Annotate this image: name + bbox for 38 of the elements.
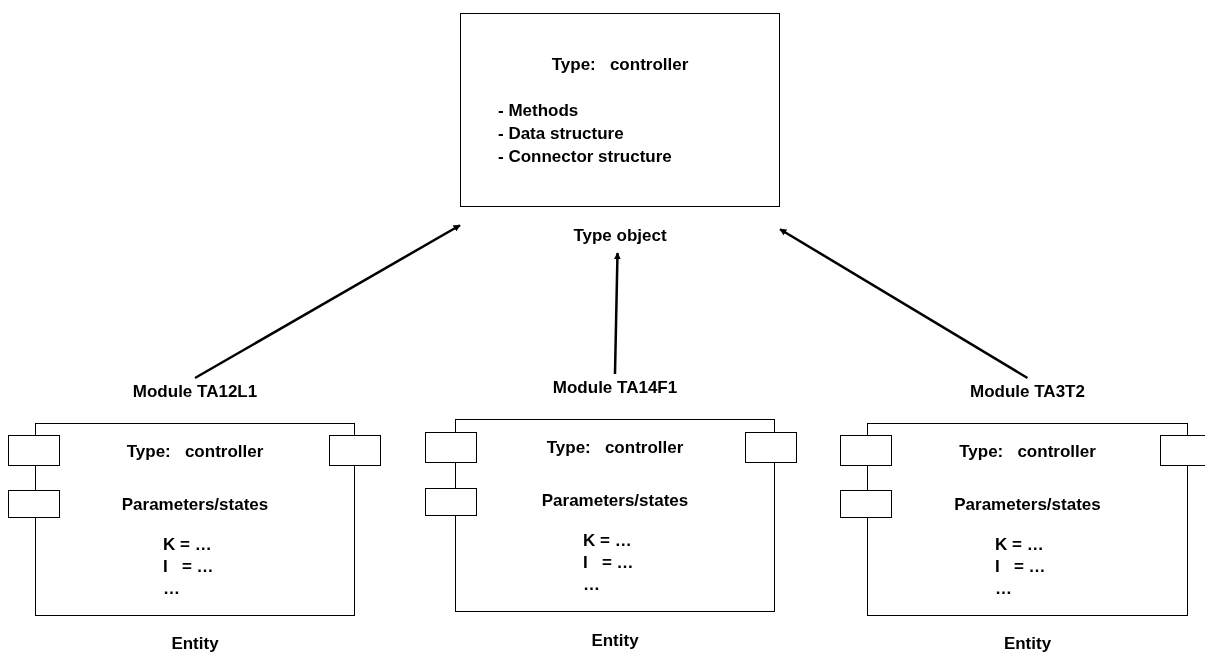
entity-label: Entity xyxy=(170,634,220,654)
module-title: Module TA12L1 xyxy=(131,382,259,403)
parameter-line: I = … xyxy=(163,557,214,578)
arrow xyxy=(613,252,621,375)
parameter-line: … xyxy=(163,579,180,600)
port-box xyxy=(1160,435,1205,466)
parameter-line: K = … xyxy=(995,535,1044,556)
port-box xyxy=(840,490,892,518)
port-box xyxy=(425,488,477,516)
port-box xyxy=(840,435,892,466)
port-box xyxy=(329,435,381,466)
module-title: Module TA14F1 xyxy=(551,378,679,399)
arrow xyxy=(779,228,1029,380)
parameters-heading: Parameters/states xyxy=(120,495,270,516)
parameter-line: K = … xyxy=(163,535,212,556)
entity-label: Entity xyxy=(590,631,640,651)
list-item: - Methods xyxy=(498,101,579,122)
port-box xyxy=(8,490,60,518)
parameters-heading: Parameters/states xyxy=(953,495,1102,516)
parameter-line: … xyxy=(583,575,600,596)
module-title: Module TA3T2 xyxy=(969,382,1086,403)
type-heading: Type: controller xyxy=(550,55,690,76)
port-box xyxy=(8,435,60,466)
type-label: Type: controller xyxy=(545,438,685,459)
entity-label: Entity xyxy=(1002,634,1053,654)
parameter-line: … xyxy=(995,579,1012,600)
parameters-heading: Parameters/states xyxy=(540,491,690,512)
arrow xyxy=(194,224,461,380)
type-label: Type: controller xyxy=(958,442,1097,463)
node-title: Type object xyxy=(572,226,668,247)
parameter-line: K = … xyxy=(583,531,632,552)
port-box xyxy=(745,432,797,463)
port-box xyxy=(425,432,477,463)
list-item: - Data structure xyxy=(498,124,624,145)
type-label: Type: controller xyxy=(125,442,265,463)
list-item: - Connector structure xyxy=(498,147,672,168)
parameter-line: I = … xyxy=(583,553,634,574)
parameter-line: I = … xyxy=(995,557,1046,578)
